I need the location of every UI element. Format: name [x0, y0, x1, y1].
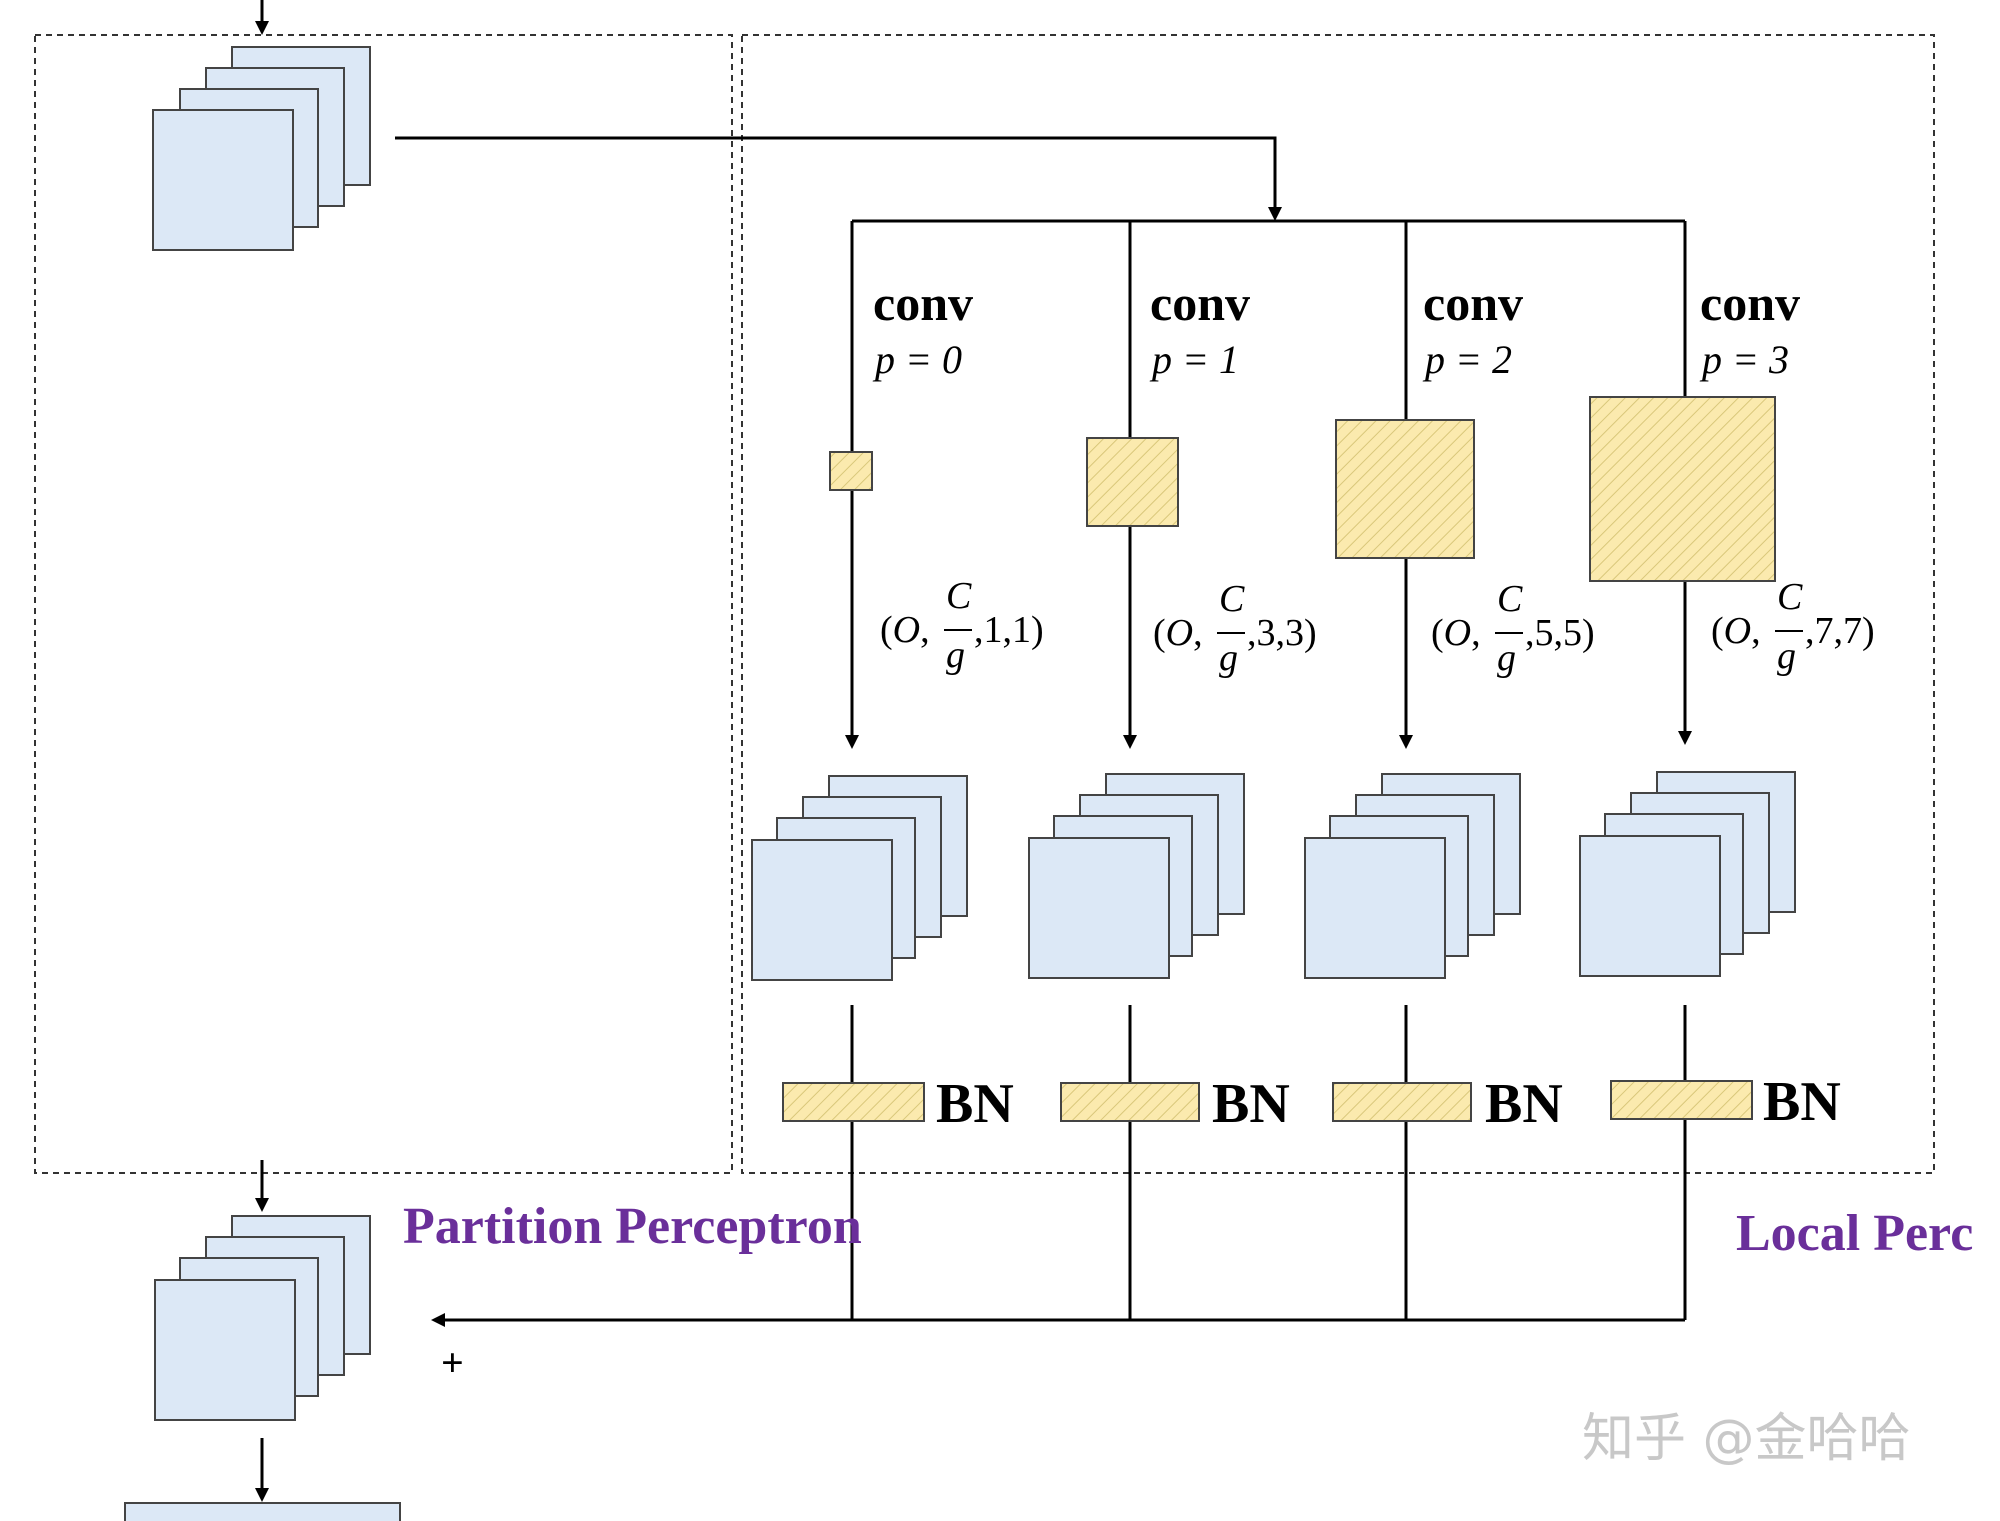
svg-text:(O,: (O,: [1431, 612, 1481, 654]
merged-feature-stack: [154, 1215, 371, 1421]
bn-label-3: BN: [1763, 1071, 1841, 1133]
kernel-5x5: [1335, 419, 1475, 559]
local-perceptron-label: Local Perc: [1736, 1205, 1973, 1262]
branch-output-stack-1: [1028, 773, 1245, 979]
input-to-branches-connector: [395, 136, 1282, 221]
conv-label-2: conv: [1423, 275, 1523, 331]
kernel-7x7: [1589, 396, 1776, 582]
svg-text:g: g: [1777, 635, 1796, 677]
bn-bar-1: [1060, 1082, 1200, 1122]
svg-text:C: C: [1497, 578, 1523, 620]
bn-bar-2: [1332, 1082, 1472, 1122]
bn-label-2: BN: [1485, 1073, 1563, 1135]
kernel-shape-label-2: (O, C g ,5,5): [1431, 578, 1595, 679]
p-label-3: p = 3: [1699, 337, 1789, 382]
svg-text:(O,: (O,: [880, 609, 930, 651]
svg-text:g: g: [1497, 637, 1516, 679]
next-block-partial: [124, 1502, 401, 1521]
conv-label-3: conv: [1700, 275, 1800, 331]
svg-text:,5,5): ,5,5): [1525, 612, 1595, 654]
kernel-shape-label-1: (O, C g ,3,3): [1153, 578, 1317, 679]
watermark: 知乎 @金哈哈: [1582, 1409, 1911, 1469]
kernel-shape-label-3: (O, C g ,7,7): [1711, 576, 1875, 677]
svg-text:g: g: [946, 634, 965, 676]
local-perceptron-region: [741, 34, 1935, 1174]
p-label-1: p = 1: [1149, 337, 1239, 382]
bn-label-1: BN: [1212, 1073, 1290, 1135]
kernel-1x1: [829, 451, 873, 491]
branch-output-stack-2: [1304, 773, 1521, 979]
svg-text:(O,: (O,: [1711, 610, 1761, 652]
svg-text:C: C: [946, 575, 972, 617]
kernel-3x3: [1086, 437, 1179, 527]
partition-perceptron-label: Partition Perceptron: [403, 1198, 862, 1255]
plus-sign: +: [441, 1340, 464, 1385]
svg-text:,1,1): ,1,1): [974, 609, 1044, 651]
svg-text:C: C: [1777, 576, 1803, 618]
svg-text:,7,7): ,7,7): [1805, 610, 1875, 652]
bn-label-0: BN: [936, 1073, 1014, 1135]
p-label-2: p = 2: [1422, 337, 1512, 382]
svg-text:g: g: [1219, 637, 1238, 679]
partition-perceptron-region: [34, 34, 733, 1174]
conv-label-0: conv: [873, 275, 973, 331]
bn-bar-3: [1610, 1080, 1753, 1120]
conv-label-1: conv: [1150, 275, 1250, 331]
svg-text:,3,3): ,3,3): [1247, 612, 1317, 654]
input-feature-stack: [152, 46, 371, 251]
p-label-0: p = 0: [872, 337, 962, 382]
kernel-shape-label-0: (O, C g ,1,1): [880, 575, 1044, 676]
svg-text:C: C: [1219, 578, 1245, 620]
svg-text:(O,: (O,: [1153, 612, 1203, 654]
bn-bar-0: [782, 1082, 925, 1122]
branch-output-stack-3: [1579, 771, 1796, 977]
branch-output-stack-0: [751, 775, 968, 981]
